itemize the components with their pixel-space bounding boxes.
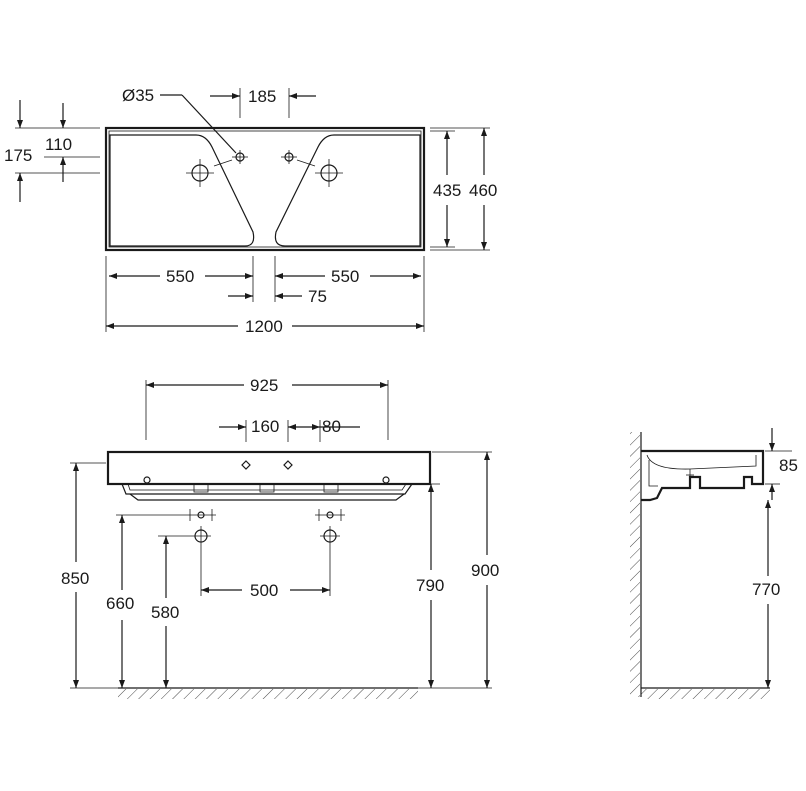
dim-mounting-width: 925 (250, 376, 278, 395)
dim-rim-height: 850 (61, 569, 89, 588)
right-bowl-outline (274, 134, 421, 247)
supply-point-right (315, 509, 345, 521)
left-bowl-outline (109, 134, 255, 247)
basin-outline-top (104, 126, 426, 252)
tap-hole-left (186, 150, 248, 187)
dim-underside-height-side: 770 (752, 580, 780, 599)
dim-bowl-width-left: 550 (166, 267, 194, 286)
dim-overall-depth: 460 (469, 181, 497, 200)
dim-edge-to-hole-inner: 110 (45, 135, 72, 154)
dim-edge-to-hole-outer: 175 (4, 146, 32, 165)
dim-fixing-offset: 80 (322, 417, 341, 436)
dim-fixing-spacing: 160 (251, 417, 279, 436)
tap-hole-right (281, 150, 343, 187)
dim-bowl-depth: 435 (433, 181, 461, 200)
dim-top-height: 900 (471, 561, 499, 580)
dim-underside-height: 790 (416, 576, 444, 595)
basin-outline-front (106, 450, 432, 486)
fixing-mark-left (241, 460, 251, 470)
top-view: Ø35 185 175 110 435 (4, 86, 497, 336)
waste-point-right (320, 526, 340, 546)
side-view: 85 770 (630, 428, 798, 699)
waste-point-left (191, 526, 211, 546)
basin-profile-side (641, 449, 765, 502)
dim-bowl-width-right: 550 (331, 267, 359, 286)
dim-waste-spacing: 500 (250, 581, 278, 600)
dim-waste-height: 580 (151, 603, 179, 622)
dim-center-gap: 75 (308, 287, 327, 306)
dim-supply-height: 660 (106, 594, 134, 613)
dim-tap-spacing: 185 (248, 87, 276, 106)
front-view: 925 160 80 (61, 376, 499, 699)
dim-hole-diameter: Ø35 (122, 86, 154, 105)
supply-point-left (186, 509, 216, 521)
dim-basin-thickness: 85 (779, 456, 798, 475)
fixing-mark-right (283, 460, 293, 470)
dim-overall-width: 1200 (245, 317, 283, 336)
